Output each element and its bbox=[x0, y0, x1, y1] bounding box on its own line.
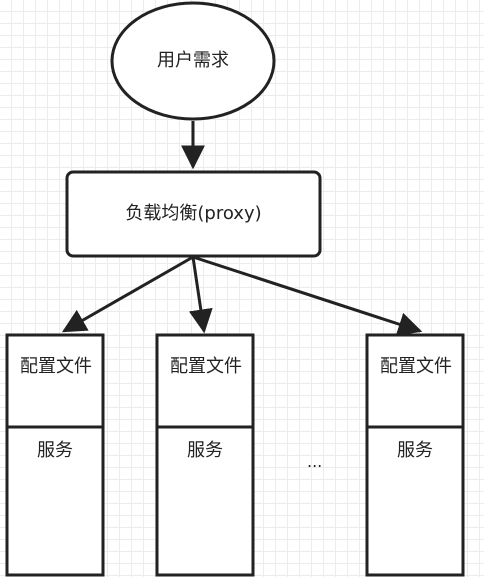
start-node-label: 用户需求 bbox=[157, 50, 229, 71]
service-node-2[interactable] bbox=[155, 333, 255, 577]
service-1-config-label: 配置文件 bbox=[20, 356, 92, 377]
service-node-3[interactable] bbox=[365, 333, 465, 577]
service-3-label: 服务 bbox=[397, 440, 433, 461]
service-2-label: 服务 bbox=[187, 440, 223, 461]
service-node-1[interactable] bbox=[5, 333, 105, 577]
service-3-config-label: 配置文件 bbox=[380, 356, 452, 377]
arrow-proxy-to-service-2 bbox=[188, 256, 213, 334]
arrow-proxy-to-service-1 bbox=[61, 255, 194, 333]
arrow-proxy-to-service-3 bbox=[192, 255, 423, 336]
ellipsis-text: ... bbox=[307, 452, 323, 471]
proxy-node-label: 负载均衡(proxy) bbox=[125, 203, 262, 224]
service-1-label: 服务 bbox=[37, 440, 73, 461]
service-2-config-label: 配置文件 bbox=[170, 356, 242, 377]
start-node-shape[interactable] bbox=[110, 1, 276, 121]
